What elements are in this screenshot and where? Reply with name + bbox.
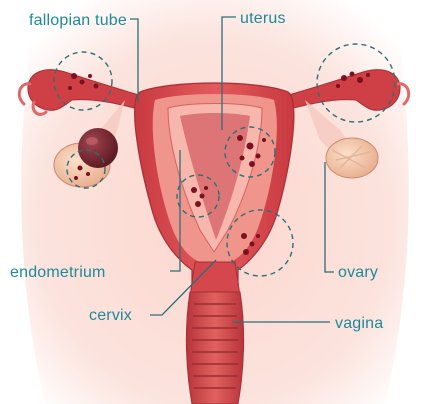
label-vagina: vagina: [335, 315, 383, 332]
label-fallopian-tube: fallopian tube: [29, 12, 127, 29]
label-endometrium: endometrium: [10, 264, 106, 281]
cyst-highlight: [86, 137, 98, 145]
right-ovary: [326, 138, 378, 178]
label-ovary: ovary: [338, 264, 378, 281]
label-uterus: uterus: [240, 10, 286, 27]
label-cervix: cervix: [89, 307, 132, 324]
ovarian-cyst: [78, 128, 118, 168]
vagina-canal: [186, 292, 243, 404]
